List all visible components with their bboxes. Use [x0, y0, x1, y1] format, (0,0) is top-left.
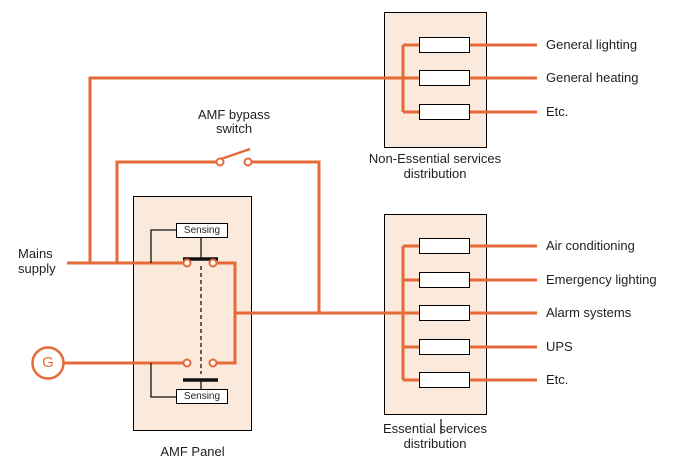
wire-changeover-right-link: [213, 261, 237, 365]
circuit-label: General heating: [546, 70, 639, 85]
panel-internal-black-wires: [150, 229, 442, 434]
switch-terminal-icon: [215, 157, 225, 167]
orange-wires: [63, 43, 537, 382]
circuit-label: Air conditioning: [546, 238, 635, 253]
circuit-label: Etc.: [546, 104, 569, 119]
fuse-box: [419, 272, 470, 288]
sensing-tap-bottom: [150, 363, 176, 398]
generator-circle-icon: [31, 346, 65, 380]
mains-supply-label: Mains supply: [18, 246, 56, 276]
bypass-switch-blade-icon: [220, 147, 251, 161]
wire-bypass-right-down: [248, 160, 321, 313]
amf-bypass-switch-label: AMF bypass switch: [197, 107, 271, 136]
wire-top-run-to-non-essential: [88, 76, 419, 265]
fuse-box: [419, 372, 470, 388]
fuse-box: [419, 238, 470, 254]
sensing-box-top: Sensing: [176, 223, 228, 238]
sensing-tap-top: [150, 229, 176, 263]
fuse-box: [419, 339, 470, 355]
wire-bypass-left: [115, 160, 220, 265]
amf-panel-label: AMF Panel: [160, 444, 225, 459]
generator-label: G: [42, 354, 54, 371]
circuit-label: Alarm systems: [546, 305, 632, 320]
fuse-box: [419, 37, 470, 53]
contact-terminal-icon: [208, 258, 218, 268]
contact-terminals: [182, 157, 253, 368]
circuit-label: Etc.: [546, 372, 569, 387]
fuse-box: [419, 104, 470, 120]
contact-terminal-icon: [182, 358, 192, 368]
essential-title: Essential services distribution: [382, 421, 488, 451]
sensing-box-bottom: Sensing: [176, 389, 228, 404]
sensing-label: Sensing: [183, 391, 221, 402]
switch-terminal-icon: [243, 157, 253, 167]
fuse-box: [419, 305, 470, 321]
circuit-label: General lighting: [546, 37, 638, 52]
fuse-box: [419, 70, 470, 86]
circuit-label: Emergency lighting: [546, 272, 657, 287]
circuit-label: UPS: [546, 339, 573, 354]
contact-terminal-icon: [182, 258, 192, 268]
sensing-label: Sensing: [183, 225, 221, 236]
non-essential-title: Non-Essential services distribution: [368, 151, 502, 181]
contact-terminal-icon: [208, 358, 218, 368]
